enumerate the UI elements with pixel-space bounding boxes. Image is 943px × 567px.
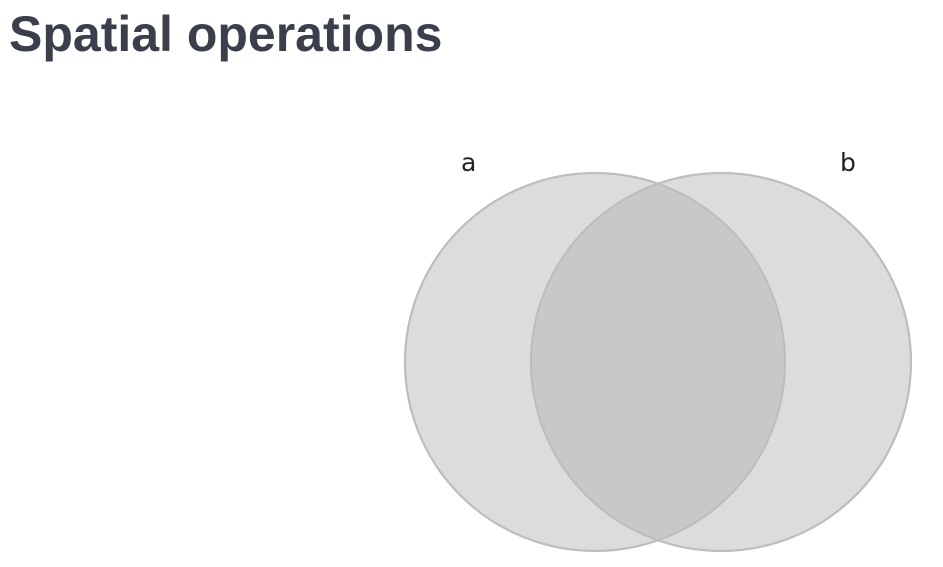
intersection-region [531,173,785,551]
label-b: b [840,148,856,177]
circle-b-outline [530,172,912,552]
label-a: a [461,148,476,177]
slide-title: Spatial operations [9,6,443,62]
circle-a-outline [404,172,786,552]
